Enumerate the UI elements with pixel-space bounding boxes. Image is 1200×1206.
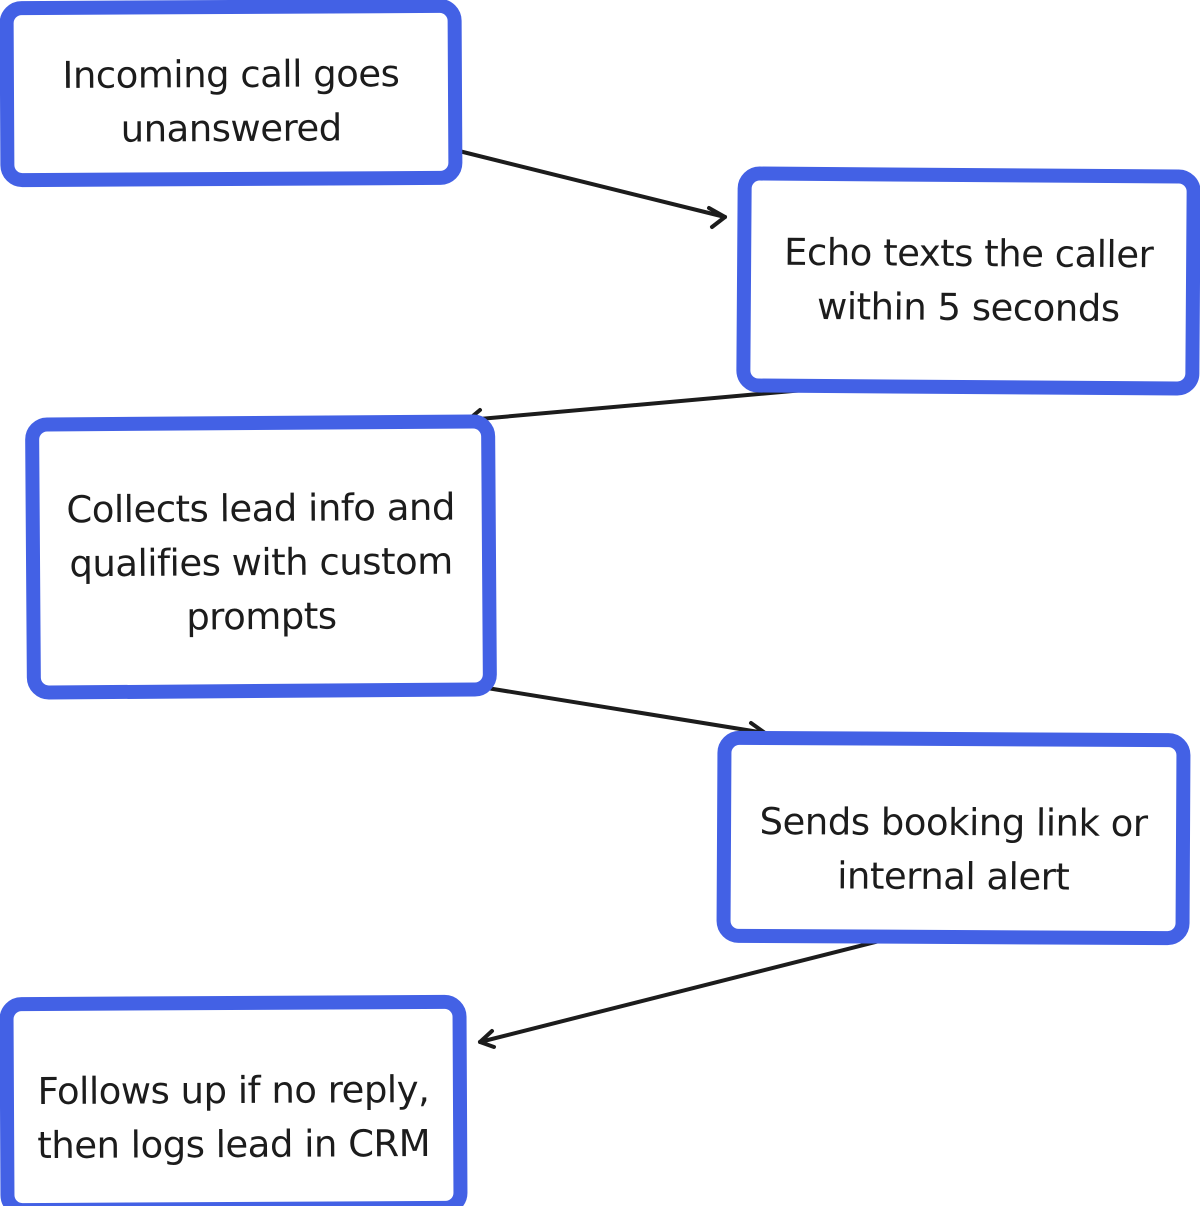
flow-step-collects-lead-info: Collects lead info and qualifies with cu… <box>25 414 497 700</box>
flow-step-label: Collects lead info and qualifies with cu… <box>66 485 456 639</box>
arrow-step-1-to-step-2 <box>453 148 727 229</box>
flow-step-label: Echo texts the caller within 5 seconds <box>783 230 1154 331</box>
arrow-step-4-to-step-5 <box>478 935 897 1049</box>
flow-step-label: Incoming call goes unanswered <box>62 52 400 151</box>
arrow-step-3-to-step-4 <box>485 686 767 742</box>
flow-step-label: Sends booking link or internal alert <box>759 799 1148 899</box>
flow-step-incoming-call: Incoming call goes unanswered <box>0 0 463 188</box>
flow-step-follows-up: Follows up if no reply, then logs lead i… <box>0 994 468 1206</box>
flow-step-echo-texts: Echo texts the caller within 5 seconds <box>736 166 1200 396</box>
flow-step-label: Follows up if no reply, then logs lead i… <box>37 1067 431 1168</box>
flow-step-sends-booking-link: Sends booking link or internal alert <box>716 730 1191 946</box>
